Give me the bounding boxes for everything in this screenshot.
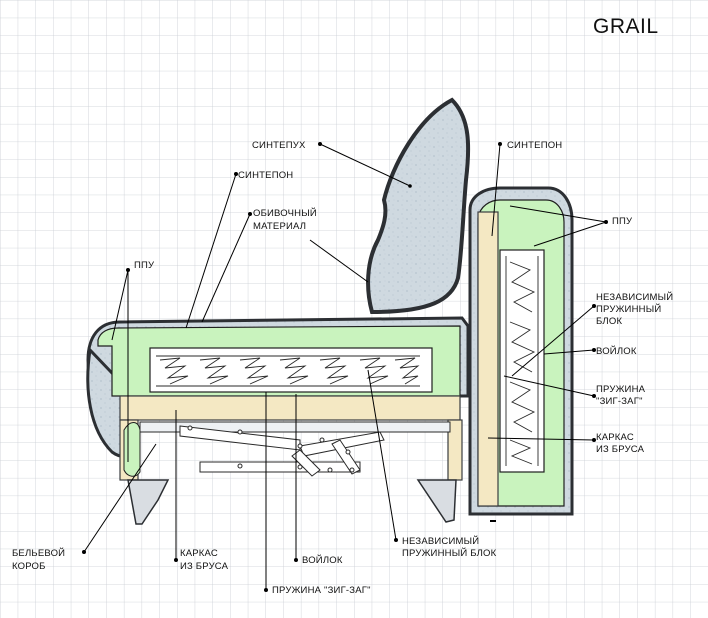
label-upholstery-1: ОБИВОЧНЫЙ xyxy=(253,207,317,219)
label-linen-box-1: БЕЛЬЕВОЙ xyxy=(12,547,65,559)
label-spring-block-right-1: НЕЗАВИСИМЫЙ xyxy=(596,291,673,303)
label-frame-right-1: КАРКАС xyxy=(596,432,634,443)
label-frame-right-2: ИЗ БРУСА xyxy=(596,444,645,455)
label-zigzag-right-1: ПРУЖИНА xyxy=(596,384,646,395)
leader-lines xyxy=(82,142,608,592)
front-leg xyxy=(127,479,170,525)
label-felt-bottom: ВОЙЛОК xyxy=(302,554,343,566)
label-spring-block-bottom-2: ПРУЖИННЫЙ БЛОК xyxy=(402,547,497,559)
rear-leg xyxy=(416,479,457,523)
labels: СИНТЕПУХ СИНТЕПОН ОБИВОЧНЫЙ МАТЕРИАЛ ППУ… xyxy=(12,140,673,596)
label-frame-bottom-2: ИЗ БРУСА xyxy=(180,561,229,572)
label-spring-block-right-3: БЛОК xyxy=(596,316,622,327)
label-upholstery-2: МАТЕРИАЛ xyxy=(253,221,306,232)
label-linen-box-2: КОРОБ xyxy=(12,561,46,572)
label-sintepon-right: СИНТЕПОН xyxy=(507,140,562,151)
label-frame-bottom-1: КАРКАС xyxy=(180,548,218,559)
transform-mechanism xyxy=(139,421,451,477)
label-ppu-left: ППУ xyxy=(134,260,155,271)
label-spring-block-right-2: ПРУЖИННЫЙ xyxy=(596,303,661,315)
storage-box-side xyxy=(123,422,141,477)
label-sintepukh: СИНТЕПУХ xyxy=(252,140,306,151)
armrest-base-mark xyxy=(490,520,496,522)
label-felt-right: ВОЙЛОК xyxy=(596,345,637,357)
label-sintepon-left: СИНТЕПОН xyxy=(238,170,293,181)
back-cushion xyxy=(366,97,471,315)
label-ppu-right: ППУ xyxy=(612,216,633,227)
diagram-title: GRAIL xyxy=(593,15,659,38)
seat-spring-block xyxy=(149,347,433,393)
seat-wood-frame xyxy=(119,395,461,421)
label-zigzag-bottom: ПРУЖИНА "ЗИГ-ЗАГ" xyxy=(272,585,371,596)
armrest-spring-zigzag xyxy=(505,256,539,466)
seat-spring-zigzag xyxy=(156,355,420,387)
label-zigzag-right-2: "ЗИГ-ЗАГ" xyxy=(596,396,643,407)
label-spring-block-bottom-1: НЕЗАВИСИМЫЙ xyxy=(402,535,479,547)
armrest-wood-frame xyxy=(477,211,499,507)
